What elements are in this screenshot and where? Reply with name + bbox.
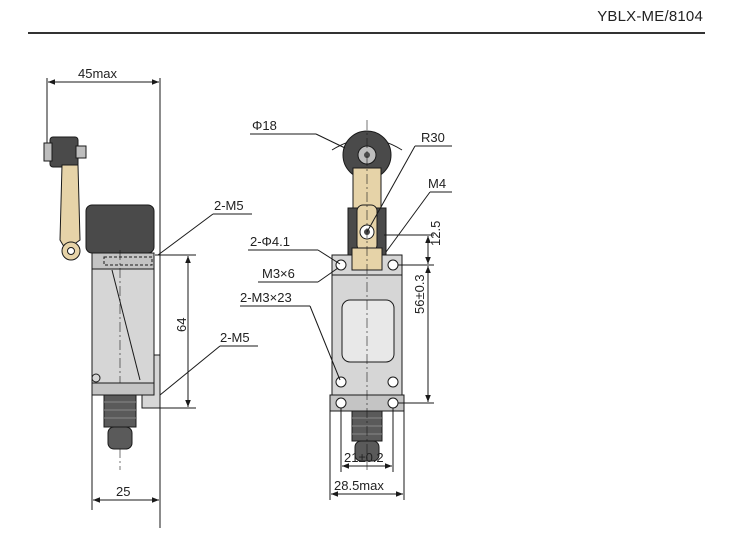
dim-56-label: 56±0.3 [412, 274, 427, 314]
dim-45max-label: 45max [78, 66, 118, 81]
label-m3x6: M3×6 [262, 266, 295, 281]
dim-64-label: 64 [174, 318, 189, 332]
side-view: 45max 2-M5 64 [43, 66, 258, 528]
label-r30: R30 [421, 130, 445, 145]
side-roller [49, 136, 79, 168]
header-rule [28, 32, 705, 34]
dim-28-5-label: 28.5max [334, 478, 384, 493]
dim-12-5-label: 12.5 [428, 221, 443, 246]
model-code: YBLX-ME/8104 [597, 8, 703, 25]
label-m5-top: 2-M5 [214, 198, 244, 213]
label-2-m3x23: 2-M3×23 [240, 290, 292, 305]
side-body [91, 252, 155, 384]
label-m4: M4 [428, 176, 446, 191]
side-head [85, 204, 155, 254]
label-2-phi41: 2-Φ4.1 [250, 234, 290, 249]
side-gland [103, 394, 137, 428]
label-phi18: Φ18 [252, 118, 277, 133]
dim-25-label: 25 [116, 484, 130, 499]
front-view: Φ18 R30 M4 2-Φ4.1 M3×6 2-M3×23 12.5 56±0… [240, 118, 452, 500]
side-arm [59, 164, 81, 251]
label-m5-bottom: 2-M5 [220, 330, 250, 345]
dim-21-label: 21±0.2 [344, 450, 384, 465]
